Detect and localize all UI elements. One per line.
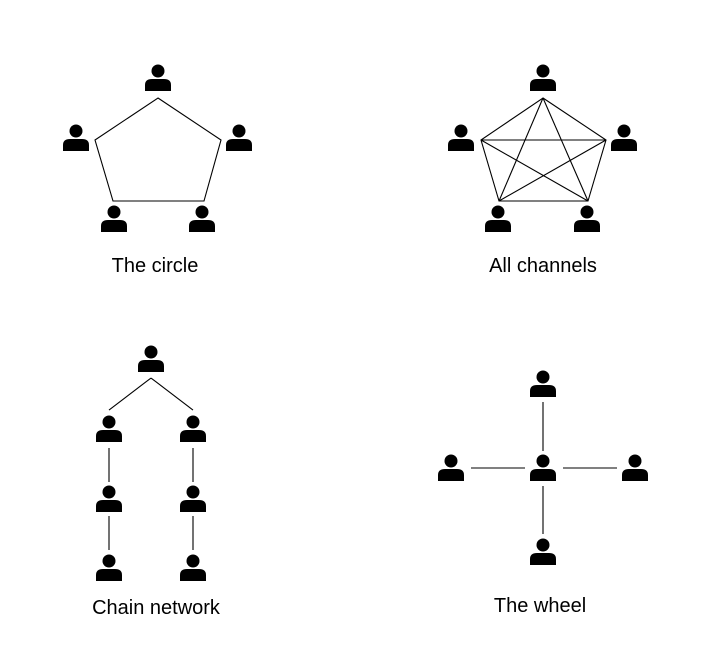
- panel-circle: The circle: [63, 64, 252, 277]
- caption-circle: The circle: [112, 255, 199, 277]
- person-icon: [189, 205, 215, 232]
- person-icon: [448, 124, 474, 151]
- person-icon: [96, 554, 122, 581]
- wheel-edges: [471, 402, 617, 534]
- person-icon: [145, 64, 171, 91]
- person-icon: [96, 415, 122, 442]
- person-icon: [63, 124, 89, 151]
- panel-wheel: The wheel: [438, 370, 648, 617]
- person-icon: [622, 454, 648, 481]
- circle-pentagon-edges: [94, 97, 222, 202]
- person-icon: [530, 64, 556, 91]
- chain-edges: [108, 377, 194, 550]
- person-icon: [530, 538, 556, 565]
- caption-wheel: The wheel: [494, 595, 586, 617]
- panel-chain: Chain network: [92, 345, 221, 619]
- person-icon: [180, 415, 206, 442]
- person-icon: [180, 554, 206, 581]
- person-icon: [530, 370, 556, 397]
- panel-all-channels: All channels: [448, 64, 637, 277]
- person-icon: [485, 205, 511, 232]
- person-icon: [138, 345, 164, 372]
- person-icon: [180, 485, 206, 512]
- all-channels-edges: [480, 97, 607, 202]
- person-icon: [96, 485, 122, 512]
- person-icon: [101, 205, 127, 232]
- person-icon: [574, 205, 600, 232]
- person-icon: [611, 124, 637, 151]
- person-icon: [226, 124, 252, 151]
- caption-all-channels: All channels: [489, 255, 597, 277]
- person-icon: [438, 454, 464, 481]
- person-icon: [530, 454, 556, 481]
- caption-chain: Chain network: [92, 597, 221, 619]
